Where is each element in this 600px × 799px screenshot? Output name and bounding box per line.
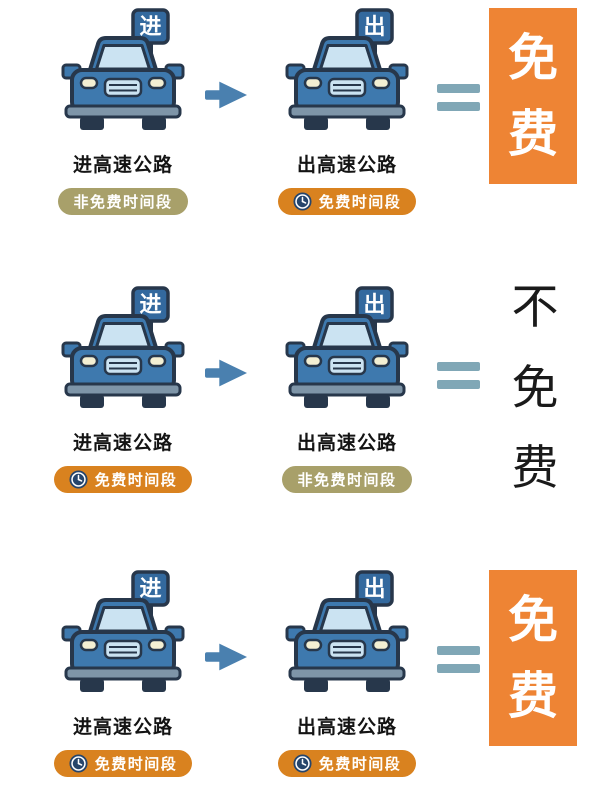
car-label: 出高速公路	[296, 716, 397, 738]
car-flag-text: 进	[139, 293, 161, 318]
time-period-badge: 非免费时间段	[58, 188, 188, 215]
scenario-row-1: 进 进高速公路 非免费时间段 出 出高速公路 免费时间段 免 费	[0, 0, 600, 278]
result-char: 免	[511, 360, 559, 416]
equals-bar	[437, 664, 480, 673]
equals-bar	[437, 646, 480, 655]
result-char: 免	[508, 29, 558, 87]
scenario-row-2: 进 进高速公路 免费时间段 出 出高速公路 非免费时间段 不 免	[0, 278, 600, 562]
badge-label: 免费时间段	[318, 193, 402, 211]
equals-bar	[437, 84, 480, 93]
equals-bar	[437, 362, 480, 371]
car-flag-text: 进	[139, 577, 161, 602]
car-icon: 进	[61, 570, 185, 694]
result-char: 免	[508, 591, 558, 649]
result-not-free-text: 不 免 费	[497, 284, 573, 492]
equals-bar	[437, 102, 480, 111]
time-period-badge: 免费时间段	[277, 188, 417, 215]
badge-label: 非免费时间段	[73, 193, 173, 211]
result-free-block: 免 费	[489, 8, 577, 184]
enter-car-group: 进 进高速公路 免费时间段	[28, 286, 218, 493]
equals-icon	[437, 362, 480, 389]
car-icon: 出	[285, 8, 409, 132]
car-flag-text: 进	[139, 15, 161, 40]
result-char: 费	[508, 105, 558, 163]
scenario-row-3: 进 进高速公路 免费时间段 出 出高速公路 免费时间段 免	[0, 562, 600, 799]
car-flag-text: 出	[363, 293, 385, 318]
car-label: 进高速公路	[72, 432, 173, 454]
time-period-badge: 免费时间段	[53, 466, 193, 493]
car-icon: 进	[61, 286, 185, 410]
clock-icon	[292, 754, 312, 773]
result-free-block: 免 费	[489, 570, 577, 746]
car-label: 进高速公路	[72, 154, 173, 176]
arrow-right-icon	[205, 643, 247, 671]
clock-icon	[292, 192, 312, 211]
car-label: 进高速公路	[72, 716, 173, 738]
car-icon: 进	[61, 8, 185, 132]
clock-icon	[68, 754, 88, 773]
car-flag-text: 出	[363, 577, 385, 602]
car-label: 出高速公路	[296, 432, 397, 454]
arrow-right-icon	[205, 81, 247, 109]
arrow-right-icon	[205, 359, 247, 387]
clock-icon	[68, 470, 88, 489]
enter-car-group: 进 进高速公路 非免费时间段	[28, 8, 218, 215]
time-period-badge: 免费时间段	[277, 750, 417, 777]
exit-car-group: 出 出高速公路 免费时间段	[252, 8, 442, 215]
car-icon: 出	[285, 570, 409, 694]
result-char: 不	[511, 280, 559, 335]
car-icon: 出	[285, 286, 409, 410]
enter-car-group: 进 进高速公路 免费时间段	[28, 570, 218, 777]
badge-label: 免费时间段	[94, 471, 178, 489]
car-label: 出高速公路	[296, 154, 397, 176]
time-period-badge: 免费时间段	[53, 750, 193, 777]
result-char: 费	[511, 441, 559, 496]
exit-car-group: 出 出高速公路 免费时间段	[252, 570, 442, 777]
badge-label: 免费时间段	[94, 755, 178, 773]
equals-bar	[437, 380, 480, 389]
time-period-badge: 非免费时间段	[282, 466, 412, 493]
equals-icon	[437, 646, 480, 673]
badge-label: 非免费时间段	[297, 471, 397, 489]
exit-car-group: 出 出高速公路 非免费时间段	[252, 286, 442, 493]
badge-label: 免费时间段	[318, 755, 402, 773]
car-flag-text: 出	[363, 15, 385, 40]
equals-icon	[437, 84, 480, 111]
result-char: 费	[508, 667, 558, 725]
